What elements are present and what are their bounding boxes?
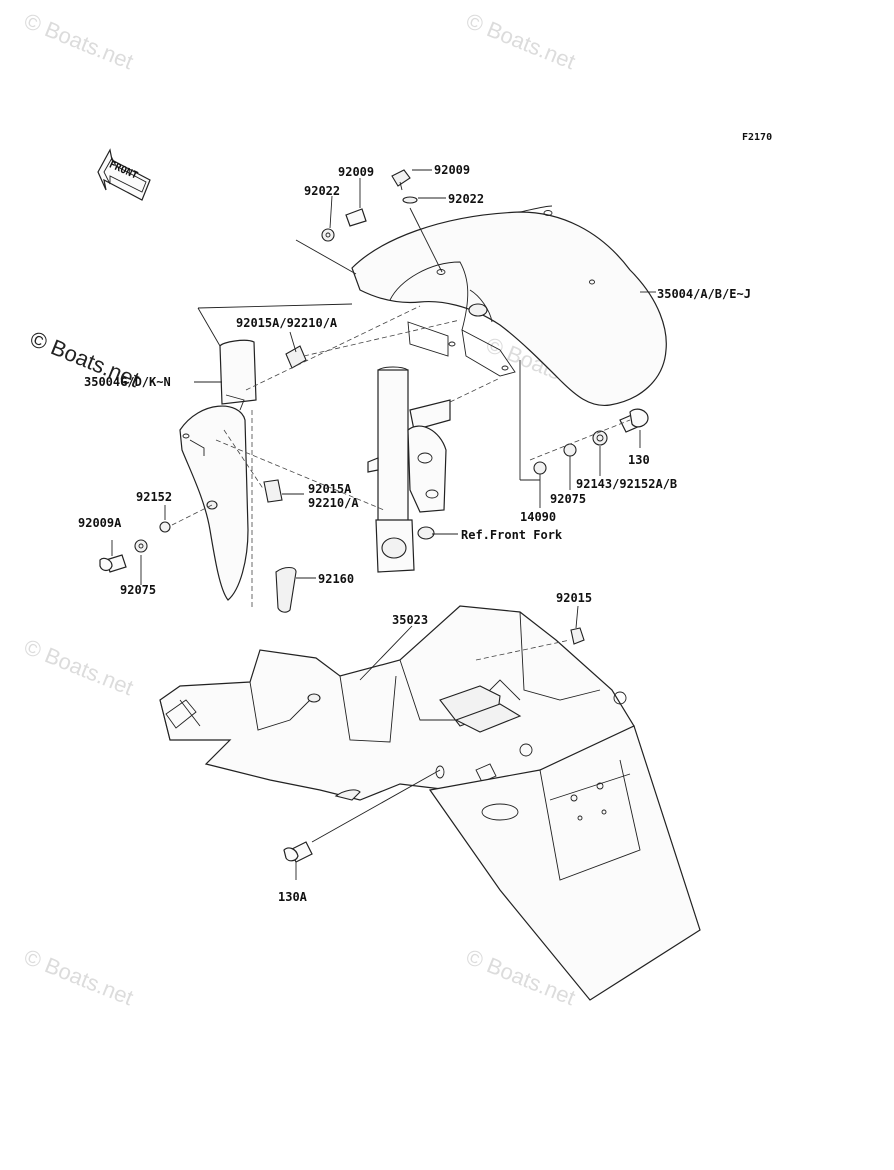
rear-fender [159, 605, 701, 1001]
part-label-130: 130 [628, 453, 650, 467]
front-fender [351, 205, 667, 407]
front-fork [367, 366, 451, 573]
part-label-130a: 130A [278, 890, 307, 904]
part-label-92075: 92075 [120, 583, 157, 597]
part-label-92022: 92022 [304, 184, 341, 198]
part-label-92022: 92022 [448, 192, 485, 206]
part-label-92015: 92015 [556, 591, 593, 605]
part-label-92009a: 92009A [78, 516, 122, 530]
part-label-92015a: 92015A [308, 482, 352, 496]
part-label-92160: 92160 [318, 572, 355, 586]
part-label-92143: 92143/92152A/B [576, 477, 678, 491]
part-label-92075: 92075 [550, 492, 587, 506]
hardware [99, 169, 649, 863]
part-label-ref-front-fork: Ref.Front Fork [461, 528, 563, 542]
part-label-35004g: 35004G/D/K~N [84, 375, 171, 389]
part-label-35004: 35004/A/B/E~J [657, 287, 751, 301]
front-arrow-icon [97, 148, 151, 201]
part-label-92009: 92009 [434, 163, 471, 177]
part-label-92152: 92152 [136, 490, 173, 504]
reflector [275, 566, 297, 613]
part-label-92015a-92210: 92015A/92210/A [236, 316, 338, 330]
part-label-92009: 92009 [338, 165, 375, 179]
part-label-14090: 14090 [520, 510, 557, 524]
inner-fender [179, 339, 257, 601]
part-label-35023: 35023 [392, 613, 429, 627]
clip-nut [263, 345, 307, 503]
leader-lines [111, 169, 656, 880]
diagram-code: F2170 [742, 132, 773, 143]
part-label-92210: 92210/A [308, 496, 359, 510]
